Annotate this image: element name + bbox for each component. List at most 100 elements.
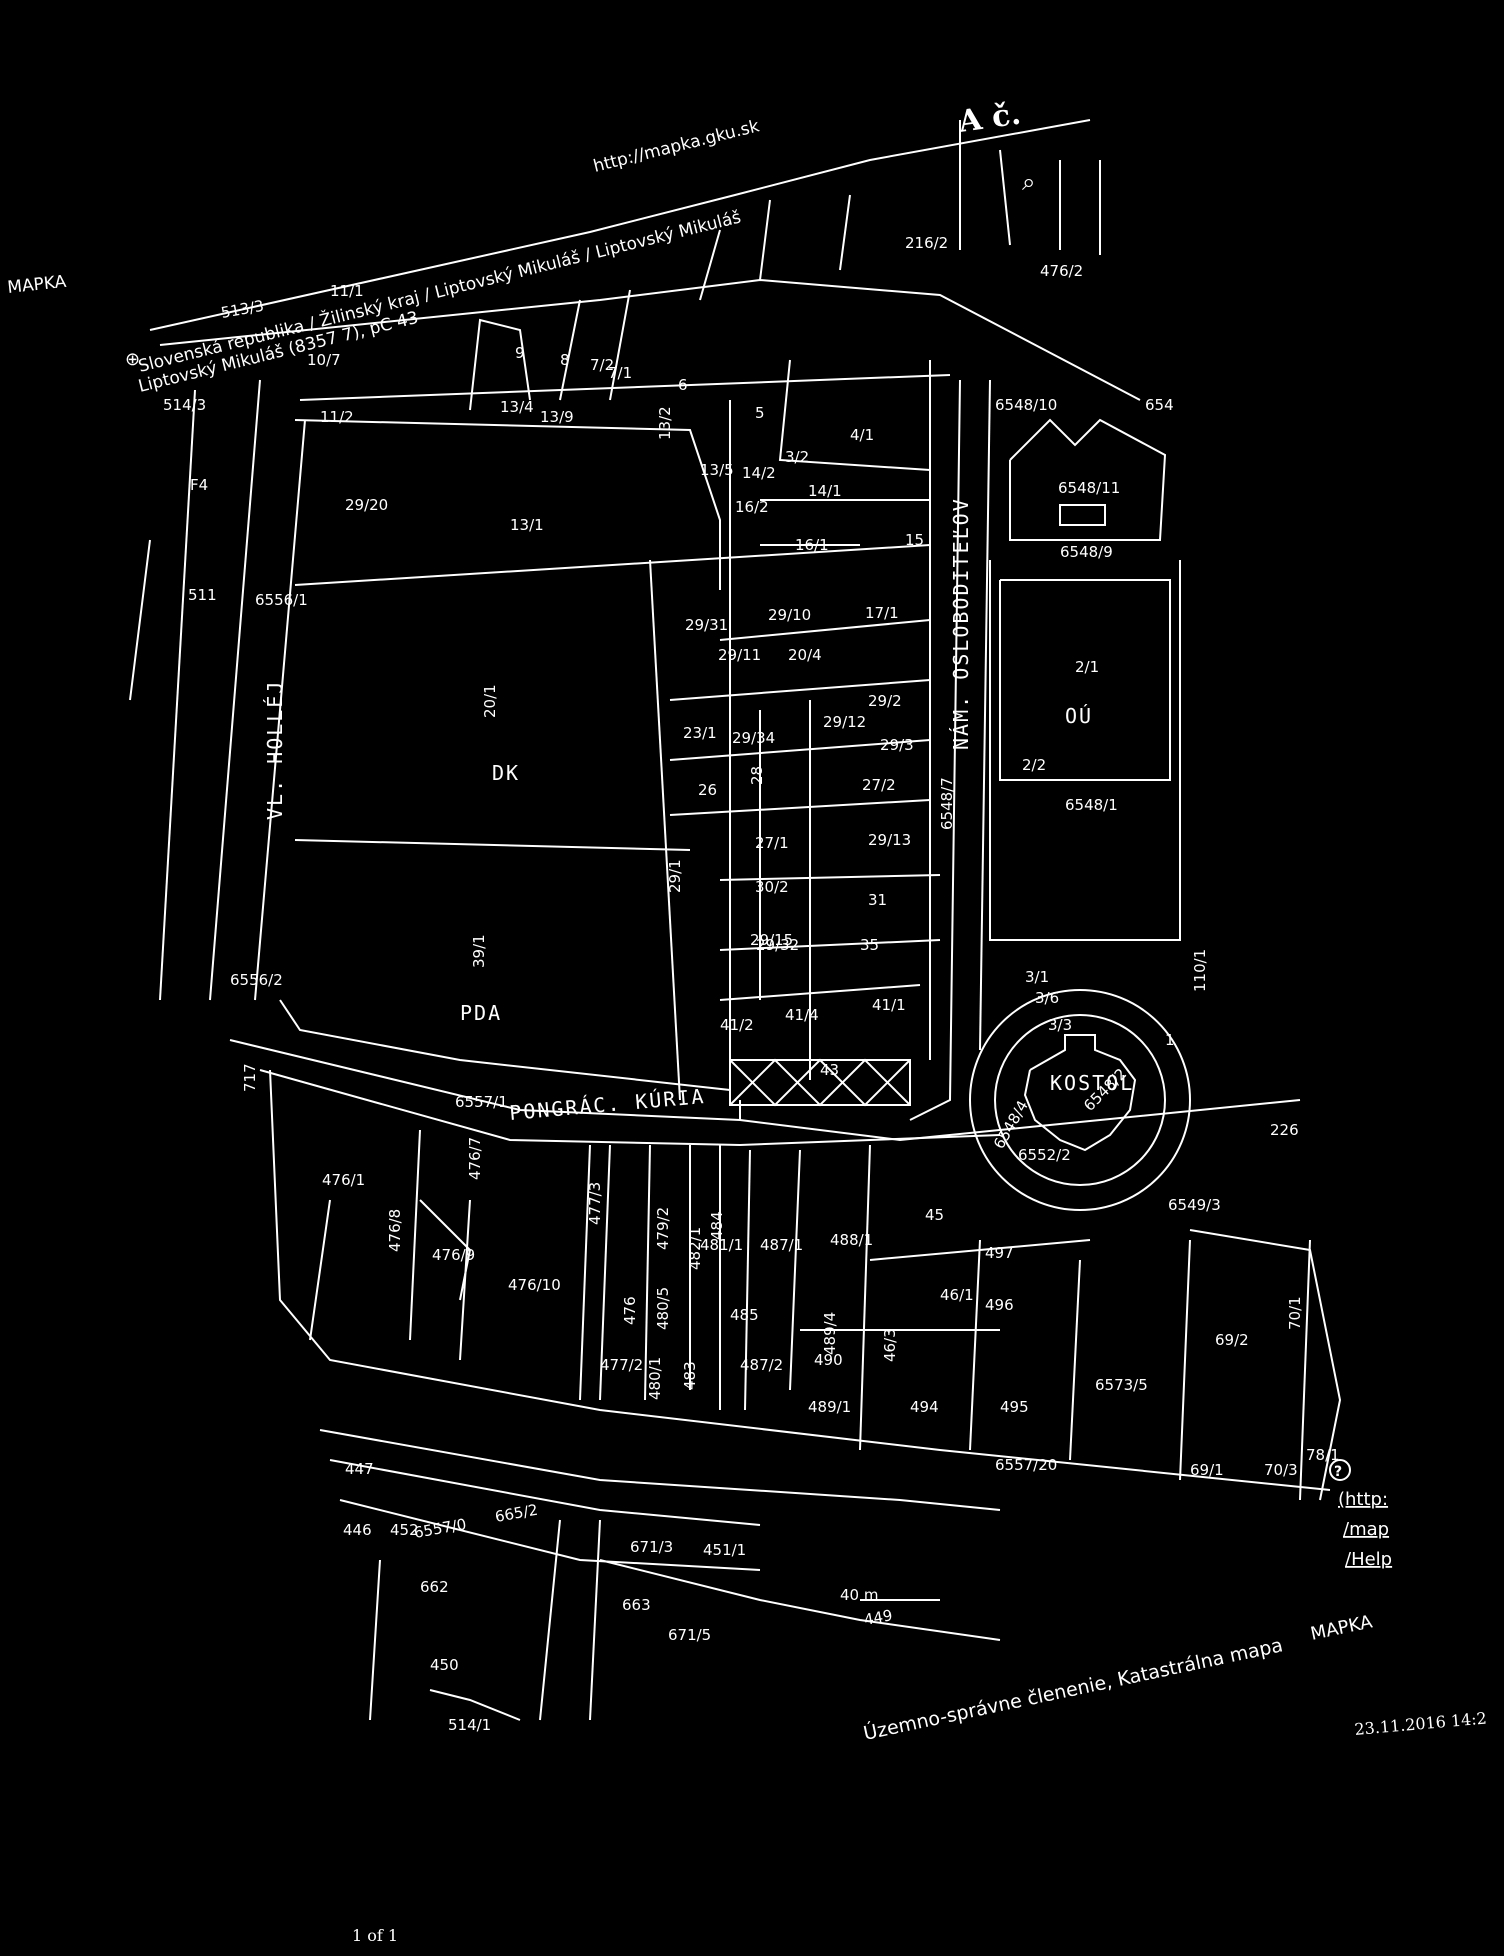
parcel-number: 3/1 [1025, 968, 1049, 986]
parcel-number: 482/1 [686, 1227, 704, 1270]
scale-label: 40 m [840, 1586, 878, 1604]
street-label: PONGRÁC. KÚRIA [508, 1084, 706, 1125]
parcel-number: 6 [678, 376, 688, 394]
parcel-number: 20/4 [788, 646, 822, 664]
parcel-number: F4 [190, 476, 208, 494]
parcel-number: 6556/1 [255, 591, 308, 609]
parcel-number: 497 [985, 1244, 1014, 1262]
parcel-number: 665/2 [494, 1501, 540, 1526]
parcel-number: 29/32 [756, 936, 799, 954]
parcel-number: 447 [345, 1460, 374, 1478]
map-linework [129, 119, 1351, 1721]
parcel-number: 13/1 [510, 516, 544, 534]
parcel-number: 226 [1270, 1121, 1299, 1139]
parcel-number: 29/34 [732, 729, 775, 747]
parcel-number: 671/3 [630, 1538, 673, 1556]
parcel-number: 41/1 [872, 996, 906, 1014]
parcel-number: 511 [188, 586, 217, 604]
parcel-number: 31 [868, 891, 887, 909]
parcel-number: 13/5 [700, 461, 734, 479]
parcel-number: 29/12 [823, 713, 866, 731]
parcel-number: 14/1 [808, 482, 842, 500]
parcel-number: 477/3 [586, 1182, 604, 1225]
locate-icon[interactable]: ⊕ [125, 349, 140, 370]
parcel-number: 69/2 [1215, 1331, 1249, 1349]
parcel-number: 6573/5 [1095, 1376, 1148, 1394]
page-url[interactable]: http://mapka.gku.sk [591, 116, 761, 177]
parcel-number: 27/2 [862, 776, 896, 794]
parcel-number: 480/1 [646, 1357, 664, 1400]
parcel-number: 483 [681, 1361, 699, 1390]
parcel-number: 3/2 [785, 448, 809, 466]
parcel-number: 476/2 [1040, 262, 1083, 280]
parcel-number: 476 [621, 1296, 639, 1325]
parcel-number: 514/1 [448, 1716, 491, 1734]
parcel-number: 663 [622, 1596, 651, 1614]
parcel-number: 488/1 [830, 1231, 873, 1249]
parcel-number: 41/4 [785, 1006, 819, 1024]
building-label: PDA [460, 1001, 502, 1025]
parcel-number: 29/13 [868, 831, 911, 849]
parcel-number: 6549/3 [1168, 1196, 1221, 1214]
timestamp: 23.11.2016 14:2 [1354, 1708, 1488, 1738]
parcel-number: 514/3 [163, 396, 206, 414]
parcel-number: 2/2 [1022, 756, 1046, 774]
parcel-number: 6557/1 [455, 1093, 508, 1111]
parcel-number: 216/2 [905, 234, 948, 252]
parcel-number: 41/2 [720, 1016, 754, 1034]
parcel-number: 476/1 [322, 1171, 365, 1189]
parcel-number: 496 [985, 1296, 1014, 1314]
parcel-number: 662 [420, 1578, 449, 1596]
parcel-number: 6548/1 [1065, 796, 1118, 814]
parcel-number: 480/5 [654, 1287, 672, 1330]
parcel-number: 494 [910, 1398, 939, 1416]
parcel-number: 110/1 [1191, 949, 1209, 992]
parcel-number: 717 [241, 1063, 259, 1092]
help-icon[interactable]: ? [1334, 1464, 1342, 1480]
parcel-number: 17/1 [865, 604, 899, 622]
parcel-number: 495 [1000, 1398, 1029, 1416]
parcel-number: 8 [560, 351, 570, 369]
parcel-number: 46/3 [881, 1328, 899, 1362]
parcel-number: 513/3 [220, 297, 266, 322]
parcel-number: 7/2 [590, 356, 614, 374]
parcel-number: 29/11 [718, 646, 761, 664]
parcel-number: 487/1 [760, 1236, 803, 1254]
parcel-number: 3/3 [1048, 1016, 1072, 1034]
parcel-number: 29/31 [685, 616, 728, 634]
parcel-number: 20/1 [481, 684, 499, 718]
parcel-number: 451/1 [703, 1541, 746, 1559]
parcel-number: 29/10 [768, 606, 811, 624]
parcel-number: 6548/7 [938, 777, 956, 830]
parcel-number: 3/6 [1035, 989, 1059, 1007]
parcel-number: 1 [1165, 1031, 1175, 1049]
corner-text: A č. [955, 97, 1023, 140]
parcel-number: 477/2 [600, 1356, 643, 1374]
parcel-number: 78/1 [1306, 1446, 1340, 1464]
street-label: NÁM. OSLOBODITEĽOV [949, 497, 973, 750]
parcel-number: 27/1 [755, 834, 789, 852]
parcel-number: 16/1 [795, 536, 829, 554]
parcel-number: 70/3 [1264, 1461, 1298, 1479]
breadcrumb: Slovenská republika / Žilinský kraj / Li… [136, 205, 743, 376]
parcel-number: 14/2 [742, 464, 776, 482]
parcel-number: 6557/20 [995, 1456, 1057, 1474]
parcel-number: 15 [905, 531, 924, 549]
parcel-number: 43 [820, 1061, 839, 1079]
parcel-number: 2/1 [1075, 658, 1099, 676]
parcel-number: 479/2 [654, 1207, 672, 1250]
help-link[interactable]: /Help [1345, 1549, 1392, 1570]
parcel-number: 6552/2 [1018, 1146, 1071, 1164]
parcel-number: 29/2 [868, 692, 902, 710]
parcel-number: 13/9 [540, 408, 574, 426]
parcel-number: 11/1 [330, 282, 364, 300]
parcel-number: 29/20 [345, 496, 388, 514]
parcel-number: 7/1 [608, 364, 632, 382]
street-label: VL. HOLLÉJ [263, 680, 287, 820]
help-link[interactable]: /map [1343, 1519, 1389, 1540]
search-icon[interactable]: ⌕ [1022, 168, 1035, 196]
help-link[interactable]: (http: [1338, 1489, 1388, 1510]
